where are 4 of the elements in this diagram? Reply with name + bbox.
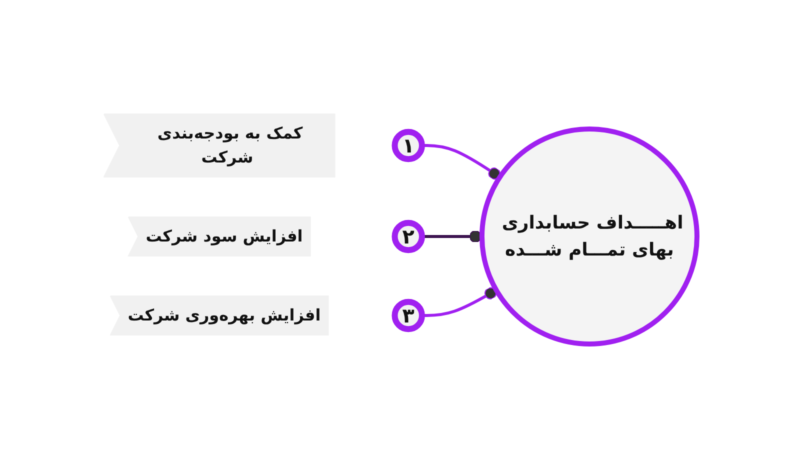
node-circle: ۱ (391, 128, 424, 162)
node-circle: ۳ (391, 298, 424, 332)
node-circle: اهـــــداف حسابداری بهای تمـــام شـــده (478, 126, 699, 346)
node-circle: ۲ (391, 219, 424, 253)
